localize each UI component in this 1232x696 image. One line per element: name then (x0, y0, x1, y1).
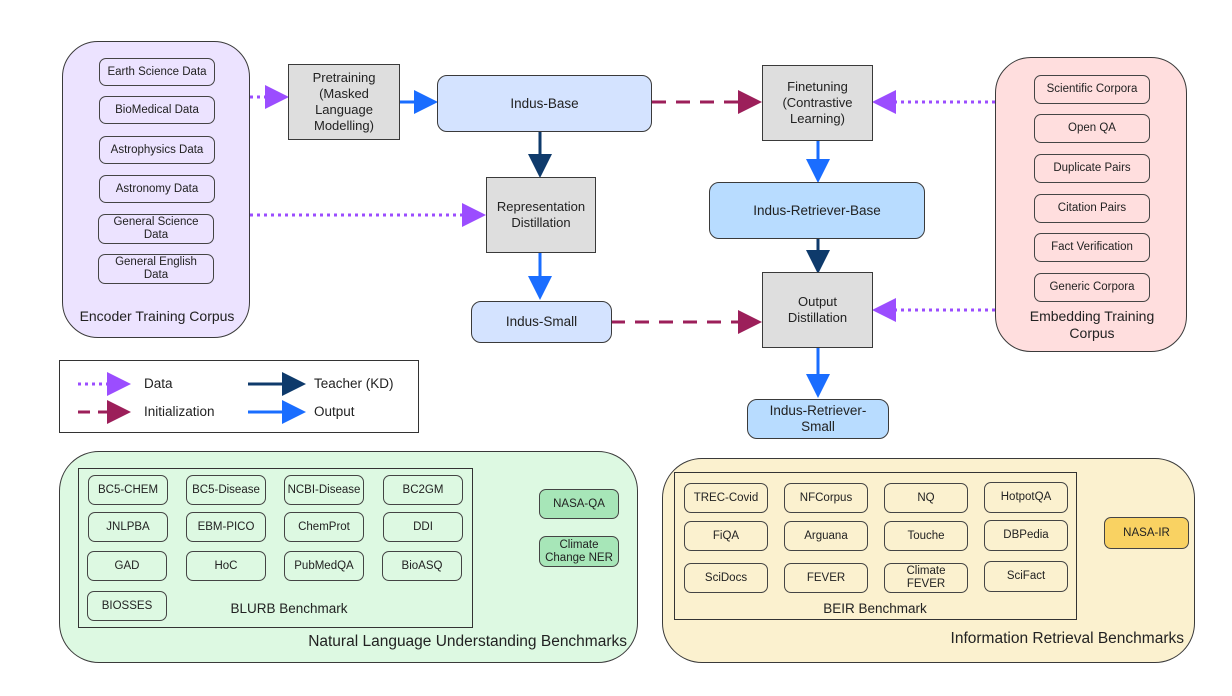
benchmark-item: NCBI-Disease (284, 475, 364, 505)
embedding-training-corpus: Scientific Corpora Open QA Duplicate Pai… (995, 57, 1187, 352)
benchmark-item: SciDocs (684, 563, 768, 593)
encoder-training-corpus: Earth Science Data BioMedical Data Astro… (62, 41, 250, 338)
benchmark-item: HotpotQA (984, 482, 1068, 513)
benchmark-item: TREC-Covid (684, 483, 768, 513)
benchmark-item: BC5-Disease (186, 475, 266, 505)
benchmark-item-highlight: Climate Change NER (539, 536, 619, 567)
benchmark-item: NQ (884, 483, 968, 513)
benchmark-item: ChemProt (284, 512, 364, 542)
legend-initialization-label: Initialization (144, 404, 215, 419)
corpus-item: Open QA (1034, 114, 1150, 143)
finetuning-process: Finetuning (Contrastive Learning) (762, 65, 873, 141)
benchmark-item: BC2GM (383, 475, 463, 505)
indus-small-model: Indus-Small (471, 301, 612, 343)
benchmark-item: GAD (87, 551, 167, 581)
benchmark-item-highlight: NASA-QA (539, 489, 619, 519)
ir-benchmarks: TREC-Covid NFCorpus NQ HotpotQA FiQA Arg… (662, 458, 1195, 663)
corpus-item: Earth Science Data (99, 58, 215, 86)
benchmark-item: JNLPBA (88, 512, 168, 542)
embedding-corpus-title: Embedding Training Corpus (1029, 308, 1155, 341)
corpus-item: General English Data (98, 254, 214, 284)
benchmark-item: SciFact (984, 561, 1068, 592)
corpus-item: Fact Verification (1034, 233, 1150, 262)
representation-distillation-process: Representation Distillation (486, 177, 596, 253)
benchmark-item: Climate FEVER (884, 563, 968, 593)
corpus-item: Astronomy Data (99, 175, 215, 203)
benchmark-item: FiQA (684, 521, 768, 551)
benchmark-item: NFCorpus (784, 483, 868, 513)
indus-retriever-base-model: Indus-Retriever-Base (709, 182, 925, 239)
benchmark-item: FEVER (784, 563, 868, 593)
benchmark-item: Arguana (784, 521, 868, 551)
beir-benchmark: TREC-Covid NFCorpus NQ HotpotQA FiQA Arg… (674, 472, 1077, 620)
indus-retriever-small-model: Indus-Retriever- Small (747, 399, 889, 439)
nlu-benchmarks: BC5-CHEM BC5-Disease NCBI-Disease BC2GM … (59, 451, 638, 663)
nlu-benchmarks-title: Natural Language Understanding Benchmark… (308, 633, 627, 650)
corpus-item: BioMedical Data (99, 96, 215, 124)
legend-teacher-label: Teacher (KD) (314, 376, 394, 391)
blurb-benchmark: BC5-CHEM BC5-Disease NCBI-Disease BC2GM … (78, 468, 473, 628)
corpus-item: Duplicate Pairs (1034, 154, 1150, 183)
benchmark-item-highlight: NASA-IR (1104, 517, 1189, 549)
legend-output-label: Output (314, 404, 355, 419)
corpus-item: General Science Data (98, 214, 214, 244)
pretraining-process: Pretraining (Masked Language Modelling) (288, 64, 400, 140)
benchmark-item: PubMedQA (284, 551, 364, 581)
benchmark-item: HoC (186, 551, 266, 581)
indus-base-model: Indus-Base (437, 75, 652, 132)
benchmark-item: BIOSSES (87, 591, 167, 621)
benchmark-item: BioASQ (382, 551, 462, 581)
legend-data-label: Data (144, 376, 173, 391)
benchmark-item: DBPedia (984, 520, 1068, 551)
blurb-benchmark-title: BLURB Benchmark (230, 600, 348, 616)
output-distillation-process: Output Distillation (762, 272, 873, 348)
benchmark-item: DDI (383, 512, 463, 542)
ir-benchmarks-title: Information Retrieval Benchmarks (950, 630, 1184, 647)
legend-swatches (78, 372, 306, 424)
benchmark-item: Touche (884, 521, 968, 551)
benchmark-item: EBM-PICO (186, 512, 266, 542)
encoder-corpus-title: Encoder Training Corpus (79, 308, 235, 324)
beir-benchmark-title: BEIR Benchmark (823, 600, 927, 616)
legend: Data Initialization Teacher (KD) Output (59, 360, 419, 433)
corpus-item: Scientific Corpora (1034, 75, 1150, 104)
corpus-item: Astrophysics Data (99, 136, 215, 164)
benchmark-item: BC5-CHEM (88, 475, 168, 505)
corpus-item: Citation Pairs (1034, 194, 1150, 223)
corpus-item: Generic Corpora (1034, 273, 1150, 302)
